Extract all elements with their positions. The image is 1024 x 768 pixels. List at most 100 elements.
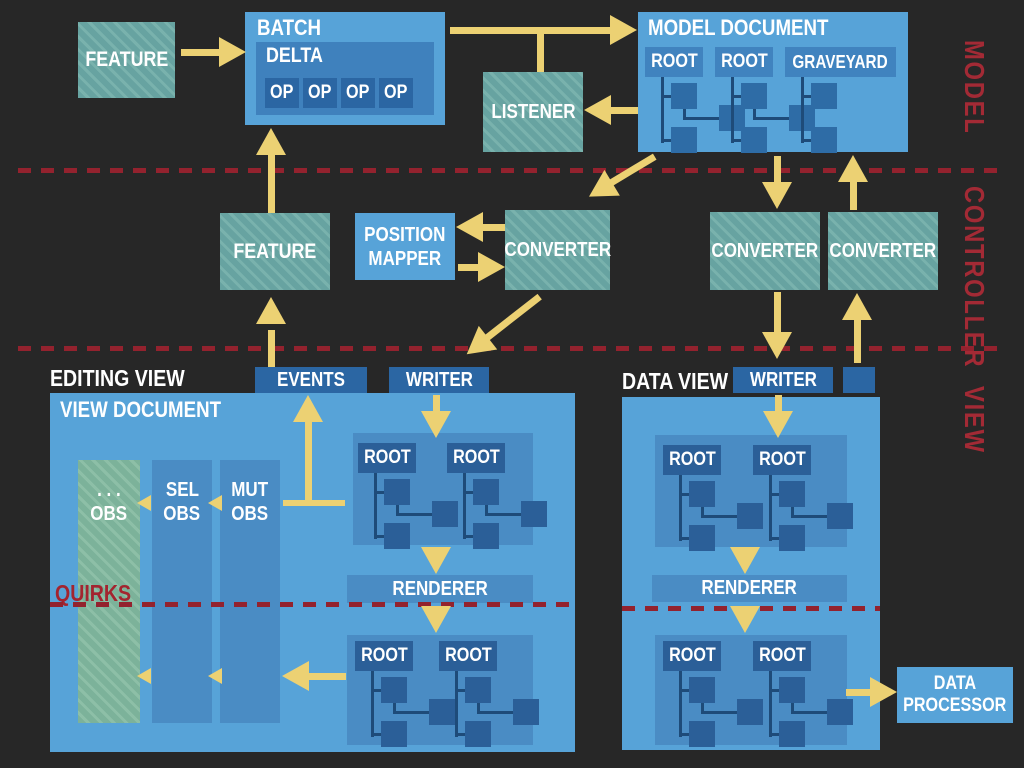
view-root-tree: ROOT — [355, 641, 485, 751]
batch-box: BATCH DELTA OP OP OP OP — [245, 12, 445, 125]
arrow-model-document-to-converter-down — [774, 156, 781, 182]
model-feature-box: FEATURE — [78, 22, 175, 98]
converter-box: CONVERTER — [504, 210, 611, 290]
arrow-feature-to-batch — [181, 49, 221, 56]
arrowhead-down-icon — [730, 547, 760, 574]
model-document-box: MODEL DOCUMENT ROOT ROOT GRAVEYARD — [638, 12, 908, 153]
controller-feature-box: FEATURE — [220, 213, 330, 290]
editing-top-trees-panel: ROOT ROOT — [353, 433, 547, 549]
layer-label-view: VIEW — [959, 386, 990, 454]
model-root-tree: ROOT — [715, 47, 845, 157]
arrowhead-up-icon — [256, 128, 286, 155]
controller-view-divider — [18, 346, 1006, 351]
op-box: OP — [303, 78, 337, 108]
arrowhead-right-icon — [870, 677, 897, 707]
listener-box: LISTENER — [483, 72, 583, 152]
op-box: OP — [265, 78, 299, 108]
data-top-trees-panel: ROOT ROOT — [655, 435, 853, 551]
data-view-document-box: ROOT ROOT RENDERER ROOT — [622, 397, 880, 750]
other-observers-column: . . . OBS — [78, 460, 140, 723]
observer-event-line — [283, 500, 345, 506]
view-root-tree: ROOT — [753, 641, 883, 751]
op-box: OP — [379, 78, 413, 108]
data-writer-box: WRITER — [733, 367, 833, 393]
quirks-divider — [50, 602, 575, 607]
small-arrow-left-icon — [208, 495, 222, 511]
arrow-batch-to-model-document — [450, 27, 612, 34]
layer-label-model: MODEL — [959, 40, 990, 135]
arrow-model-document-to-listener — [608, 107, 638, 114]
model-document-title: MODEL DOCUMENT — [648, 15, 829, 40]
editing-writer-box: WRITER — [389, 367, 489, 393]
small-arrow-left-icon — [137, 668, 151, 684]
arrowhead-left-icon — [456, 212, 483, 242]
view-document-title: VIEW DOCUMENT — [60, 397, 222, 422]
arrowhead-up-icon — [842, 293, 872, 320]
layer-label-controller: CONTROLLER — [959, 186, 990, 369]
arrowhead-left-icon — [282, 661, 309, 691]
arrow-converter-to-mapper — [480, 224, 505, 231]
arrowhead-right-icon — [610, 15, 637, 45]
delta-title: DELTA — [266, 44, 323, 67]
arrow-writer-into-data-view — [775, 395, 782, 411]
arrow-converter-to-model-document-up — [850, 181, 857, 210]
arrow-controller-feature-to-batch — [268, 155, 275, 213]
graveyard-tree: GRAVEYARD — [785, 47, 915, 157]
small-arrow-left-icon — [137, 495, 151, 511]
arrowhead-right-icon — [478, 252, 505, 282]
data-renderer-box: RENDERER — [652, 575, 847, 602]
batch-title: BATCH — [257, 15, 322, 40]
arrow-converter-to-data-writer — [774, 292, 781, 332]
model-feature-label: FEATURE — [85, 48, 168, 71]
listener-label: LISTENER — [490, 100, 576, 123]
quirks-label: QUIRKS — [55, 580, 132, 606]
view-root-tree: ROOT — [663, 445, 793, 555]
arrowhead-up-icon — [293, 395, 323, 422]
arrowhead-down-icon — [730, 606, 760, 633]
small-arrow-left-icon — [208, 668, 222, 684]
converter-box: CONVERTER — [710, 212, 820, 290]
arrow-data-view-to-converter-up — [854, 319, 861, 363]
arrowhead-down-icon — [763, 411, 793, 438]
view-root-tree: ROOT — [663, 641, 793, 751]
arrowhead-down-icon — [421, 547, 451, 574]
data-bottom-trees-panel: ROOT ROOT — [655, 635, 853, 747]
view-root-tree: ROOT — [447, 443, 577, 553]
editing-view-label: EDITING VIEW — [50, 365, 185, 391]
editing-bottom-trees-panel: ROOT ROOT — [347, 635, 539, 747]
arrowhead-left-icon — [584, 95, 611, 125]
data-processor-box: DATA PROCESSOR — [897, 667, 1013, 723]
events-box: EVENTS — [255, 367, 367, 393]
data-view-label: DATA VIEW — [622, 368, 729, 394]
arrow-mapper-to-converter — [458, 264, 480, 271]
branch-to-listener — [537, 31, 544, 72]
arrow-writer-into-editing-view — [433, 395, 440, 411]
mutation-observer-column: MUT OBS — [220, 460, 280, 723]
editing-view-document-box: VIEW DOCUMENT . . . OBS SEL OBS MUT OBS … — [50, 393, 575, 752]
position-mapper-box: POSITION MAPPER — [355, 213, 455, 280]
view-root-tree: ROOT — [753, 445, 883, 555]
arrowhead-down-icon — [762, 332, 792, 359]
arrowhead-down-icon — [762, 182, 792, 209]
arrow-to-data-processor — [846, 689, 872, 696]
tree-node — [671, 127, 697, 153]
converter-box: CONVERTER — [828, 212, 938, 290]
arrowhead-down-icon — [421, 606, 451, 633]
model-controller-divider — [18, 168, 1006, 173]
arrow-events-to-feature — [268, 330, 275, 367]
view-root-tree: ROOT — [358, 443, 488, 553]
op-box: OP — [341, 78, 375, 108]
controller-feature-label: FEATURE — [233, 239, 317, 263]
tree-node — [671, 83, 697, 109]
arrow-trees-to-observers — [308, 673, 346, 680]
arrowhead-up-icon — [256, 297, 286, 324]
arrowhead-right-icon — [219, 37, 246, 67]
selection-observer-column: SEL OBS — [152, 460, 212, 723]
arrowhead-down-icon — [421, 411, 451, 438]
data-view-port-box — [843, 367, 875, 393]
editing-renderer-box: RENDERER — [347, 575, 533, 603]
delta-box: DELTA OP OP OP OP — [256, 42, 434, 115]
arrowhead-up-icon — [838, 155, 868, 182]
view-root-tree: ROOT — [439, 641, 569, 751]
